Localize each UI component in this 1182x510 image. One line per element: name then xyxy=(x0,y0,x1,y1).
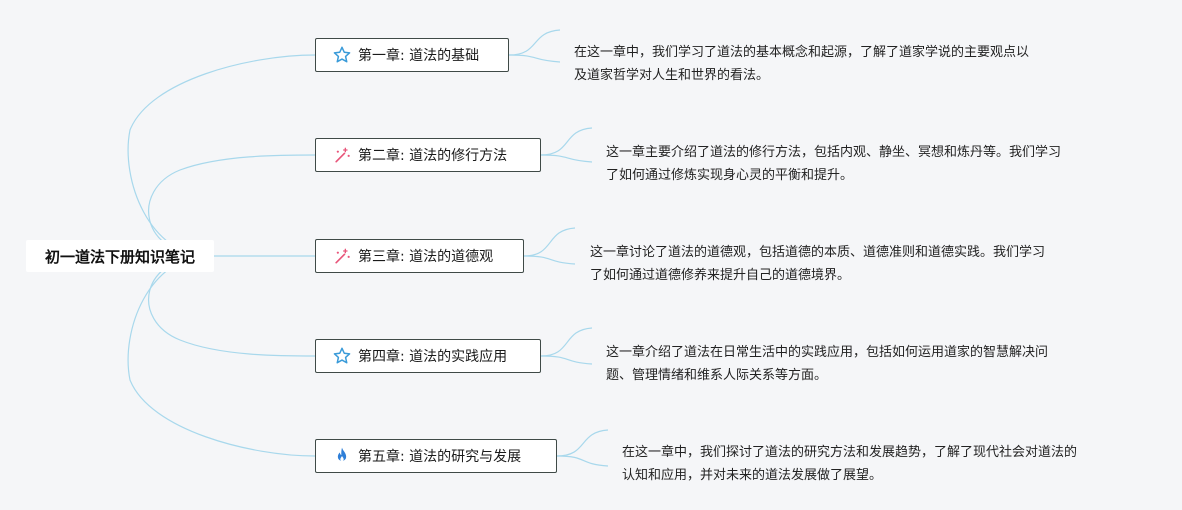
chapter-note-2[interactable]: 这一章主要介绍了道法的修行方法，包括内观、静坐、冥想和炼丹等。我们学习 了如何通… xyxy=(606,141,1061,187)
chapter-note-5[interactable]: 在这一章中，我们探讨了道法的研究方法和发展趋势，了解了现代社会对道法的 认知和应… xyxy=(622,441,1077,487)
chapter-node-4[interactable]: 第四章: 道法的实践应用 xyxy=(315,339,541,373)
flame-icon xyxy=(332,446,352,466)
chapter-node-5[interactable]: 第五章: 道法的研究与发展 xyxy=(315,439,557,473)
chapter-label: 第四章: 道法的实践应用 xyxy=(358,349,508,365)
chapter-label: 第三章: 道法的道德观 xyxy=(358,249,494,265)
root-node[interactable]: 初一道法下册知识笔记 xyxy=(26,240,214,272)
note-line: 在这一章中，我们探讨了道法的研究方法和发展趋势，了解了现代社会对道法的 xyxy=(622,445,1078,460)
chapter-label: 第二章: 道法的修行方法 xyxy=(358,148,508,164)
star-icon xyxy=(332,45,352,65)
chapter-label: 第五章: 道法的研究与发展 xyxy=(358,449,522,465)
chapter-label: 第一章: 道法的基础 xyxy=(358,48,480,64)
chapter-note-3[interactable]: 这一章讨论了道法的道德观，包括道德的本质、道德准则和道德实践。我们学习 了如何通… xyxy=(590,241,1045,287)
note-line: 在这一章中，我们学习了道法的基本概念和起源，了解了道家学说的主要观点以 xyxy=(574,45,1030,60)
root-label: 初一道法下册知识笔记 xyxy=(44,247,195,266)
note-line: 这一章讨论了道法的道德观，包括道德的本质、道德准则和道德实践。我们学习 xyxy=(590,245,1046,260)
chapter-note-1[interactable]: 在这一章中，我们学习了道法的基本概念和起源，了解了道家学说的主要观点以 及道家哲… xyxy=(574,41,1029,87)
note-line: 及道家哲学对人生和世界的看法。 xyxy=(574,68,770,83)
chapter-note-4[interactable]: 这一章介绍了道法在日常生活中的实践应用，包括如何运用道家的智慧解决问 题、管理情… xyxy=(606,341,1048,387)
chapter-node-1[interactable]: 第一章: 道法的基础 xyxy=(315,38,509,72)
note-line: 了如何通过道德修养来提升自己的道德境界。 xyxy=(590,268,851,283)
note-line: 了如何通过修炼实现身心灵的平衡和提升。 xyxy=(606,168,854,183)
chapter-node-2[interactable]: 第二章: 道法的修行方法 xyxy=(315,138,541,172)
note-line: 题、管理情绪和维系人际关系等方面。 xyxy=(606,368,828,383)
magic-wand-icon xyxy=(332,145,352,165)
magic-wand-icon xyxy=(332,246,352,266)
chapter-node-3[interactable]: 第三章: 道法的道德观 xyxy=(315,239,524,273)
note-line: 认知和应用，并对未来的道法发展做了展望。 xyxy=(622,468,883,483)
star-icon xyxy=(332,346,352,366)
note-line: 这一章介绍了道法在日常生活中的实践应用，包括如何运用道家的智慧解决问 xyxy=(606,345,1049,360)
note-line: 这一章主要介绍了道法的修行方法，包括内观、静坐、冥想和炼丹等。我们学习 xyxy=(606,145,1062,160)
